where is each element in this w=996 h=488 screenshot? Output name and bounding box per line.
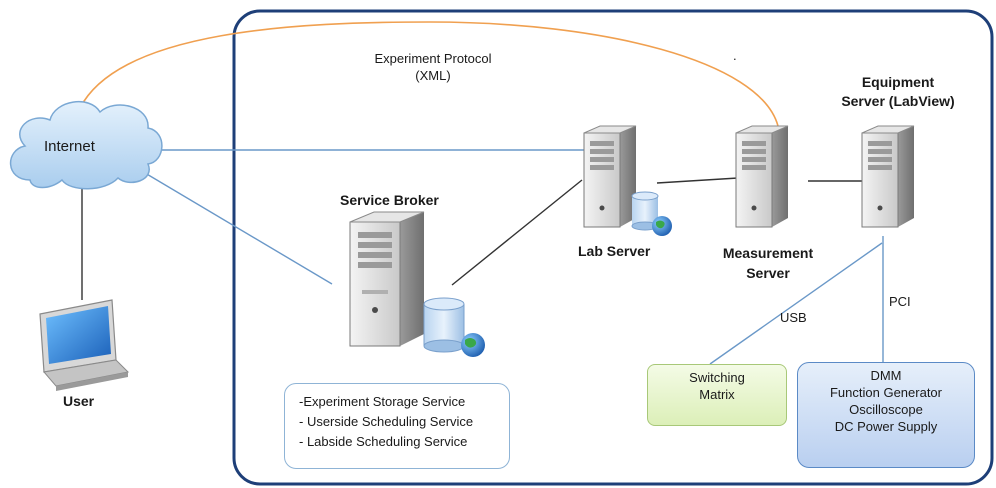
service-broker-label: Service Broker xyxy=(340,192,439,208)
database-icon xyxy=(423,297,465,353)
pci-label: PCI xyxy=(889,294,911,309)
globe-icon xyxy=(652,216,672,236)
link-broker-labserver xyxy=(451,179,583,286)
instrument-item: DC Power Supply xyxy=(834,419,938,434)
user-label: User xyxy=(63,393,95,409)
equipment-server-label: Equipment Server (LabView) xyxy=(832,74,964,109)
server-tower-icon xyxy=(861,125,915,228)
equipment-server-line2: Server (LabView) xyxy=(841,93,955,109)
lab-domain-frame xyxy=(232,9,994,486)
server-tower-icon xyxy=(735,125,789,228)
link-usb xyxy=(709,242,883,365)
measurement-server-line2: Server xyxy=(746,265,790,281)
measurement-server-label: Measurement Server xyxy=(713,245,823,281)
stray-dot: . xyxy=(733,48,737,63)
laptop-icon xyxy=(39,299,130,391)
usb-label: USB xyxy=(780,310,807,325)
internet-label: Internet xyxy=(44,138,95,155)
instrument-item: DMM xyxy=(870,368,902,383)
service-item: - Labside Scheduling Service xyxy=(299,434,468,449)
link-internet-servicebroker xyxy=(139,169,333,285)
protocol-label-line2: (XML) xyxy=(415,68,451,83)
switching-matrix-line1: Switching xyxy=(689,370,745,385)
protocol-label-line1: Experiment Protocol xyxy=(374,51,492,66)
service-item: -Experiment Storage Service xyxy=(299,394,466,409)
switching-matrix-box: Switching Matrix xyxy=(647,364,787,426)
protocol-label: Experiment Protocol (XML) xyxy=(348,51,518,83)
protocol-arc-line xyxy=(79,21,779,127)
cloud-icon xyxy=(9,101,163,190)
service-item: - Userside Scheduling Service xyxy=(299,414,474,429)
measurement-server-line1: Measurement xyxy=(722,245,814,261)
switching-matrix-line2: Matrix xyxy=(699,387,735,402)
server-tower-icon xyxy=(349,211,425,347)
globe-icon xyxy=(461,333,485,357)
instrument-item: Function Generator xyxy=(829,385,942,400)
lab-server-label: Lab Server xyxy=(578,243,651,259)
service-list-box: -Experiment Storage Service - Userside S… xyxy=(284,383,510,469)
instrument-item: Oscilloscope xyxy=(849,402,923,417)
instruments-box: DMM Function Generator Oscilloscope DC P… xyxy=(797,362,975,468)
equipment-server-line1: Equipment xyxy=(861,74,935,90)
link-labserver-measurement xyxy=(656,177,739,184)
server-tower-icon xyxy=(583,125,637,228)
